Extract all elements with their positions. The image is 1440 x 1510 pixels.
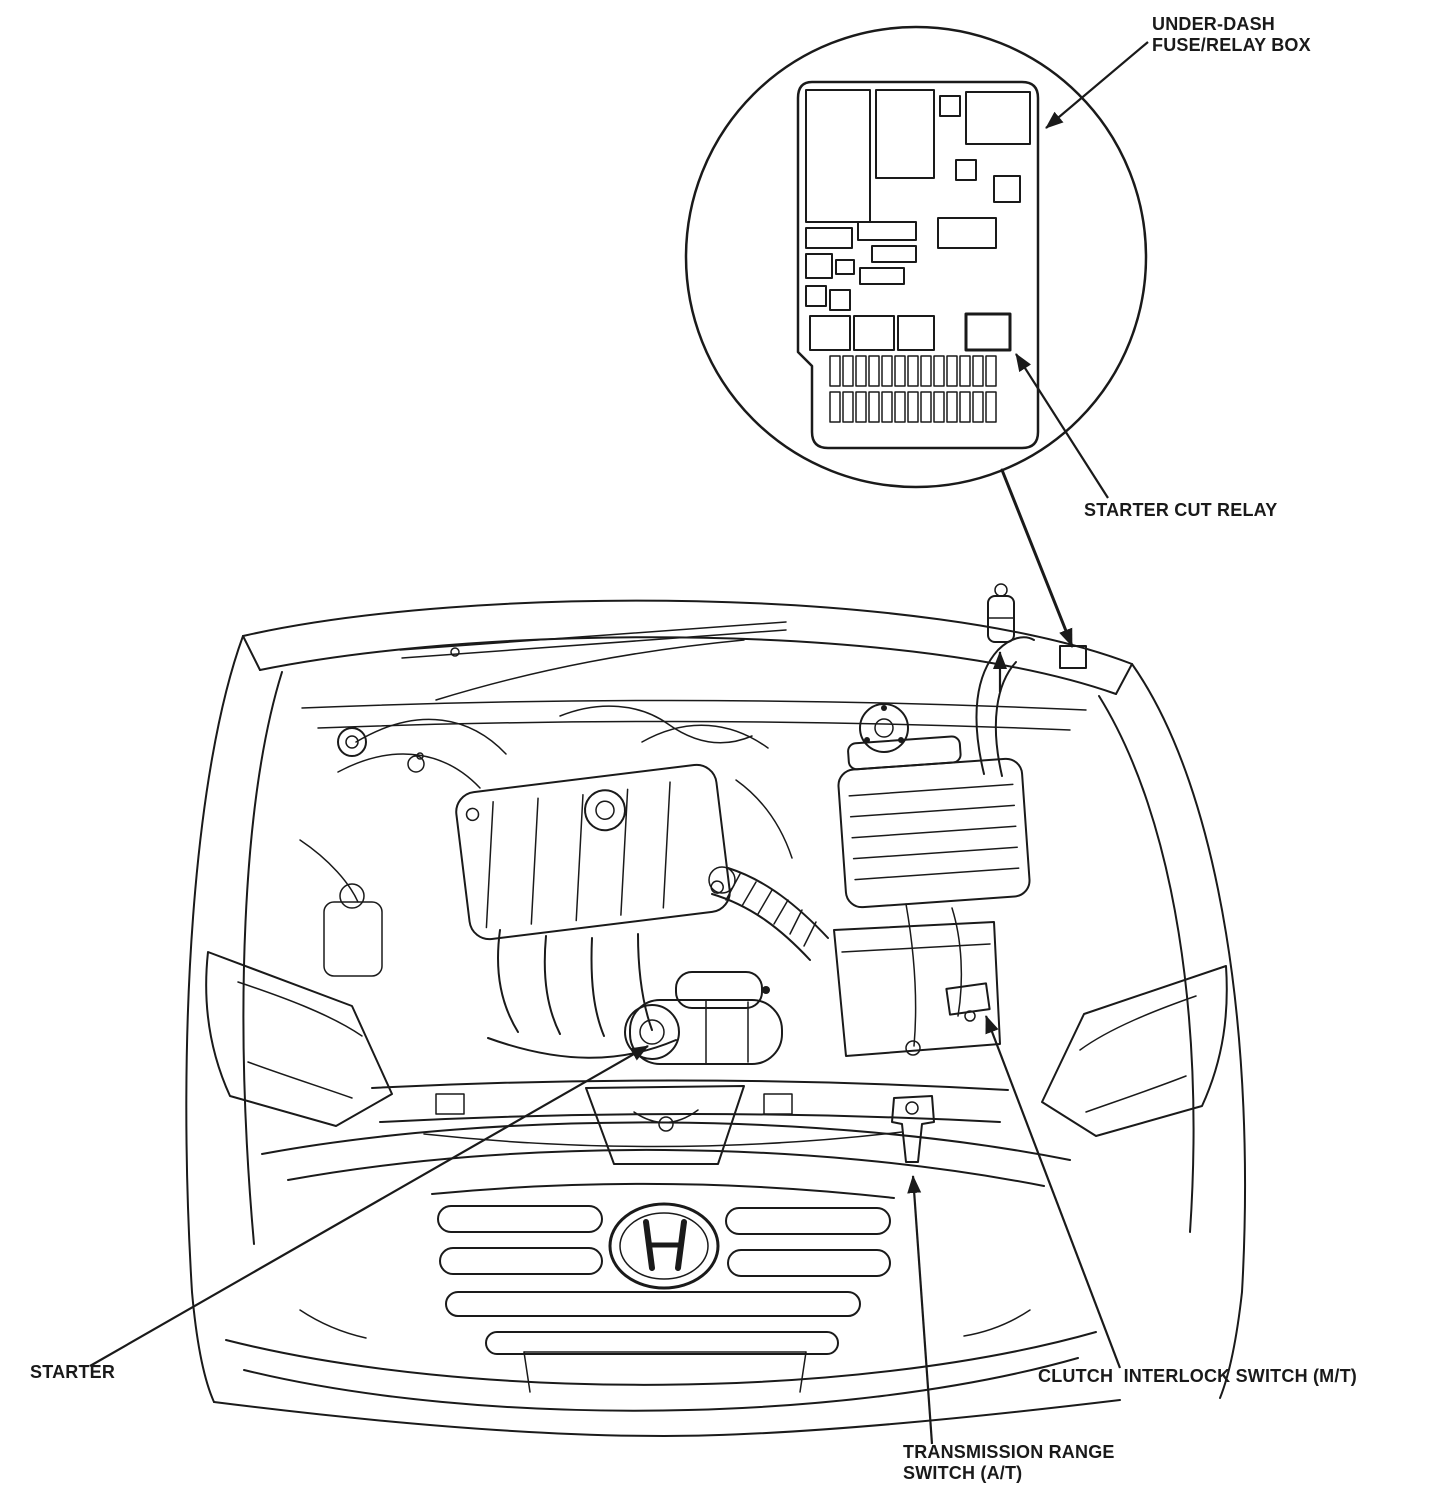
oil-cap bbox=[583, 789, 626, 832]
label-starter: STARTER bbox=[30, 1362, 116, 1382]
left-fender bbox=[185, 635, 244, 1403]
valve-cover bbox=[455, 763, 731, 941]
grille-slat bbox=[727, 1249, 891, 1277]
wiper-blade bbox=[399, 621, 787, 651]
label-starter-cut-relay: STARTER CUT RELAY bbox=[1084, 500, 1278, 520]
grille-slat bbox=[725, 1207, 891, 1235]
leader-lines bbox=[89, 41, 1149, 1445]
sensor-plug bbox=[987, 595, 1015, 643]
label-under-dash-fuse-relay-box: UNDER-DASH FUSE/RELAY BOX bbox=[1152, 14, 1311, 55]
engine-bay-details bbox=[299, 839, 383, 977]
intake-manifold bbox=[487, 929, 677, 1059]
starter-cut-relay-marker bbox=[964, 312, 1012, 352]
inset-circle bbox=[684, 25, 1148, 489]
clutch-interlock-switch-part bbox=[945, 982, 991, 1016]
leader-under-dash-fuse-box bbox=[1045, 41, 1149, 129]
engine-bay bbox=[185, 583, 1247, 1437]
transmission-range-switch-part bbox=[891, 1095, 935, 1163]
grille-slat bbox=[437, 1205, 603, 1233]
car-body bbox=[185, 599, 1247, 1403]
label-clutch-interlock-switch: CLUTCH INTERLOCK SWITCH (M/T) bbox=[1038, 1366, 1357, 1386]
hoses-and-wiring bbox=[337, 705, 793, 859]
air-cleaner-housing bbox=[837, 735, 1031, 909]
strut-tower bbox=[859, 703, 909, 753]
starter-solenoid bbox=[675, 971, 763, 1009]
fuse-box-inset bbox=[684, 25, 1148, 489]
leader-starter-cut-relay bbox=[1015, 353, 1109, 499]
left-headlight bbox=[205, 951, 393, 1127]
right-fender bbox=[1131, 663, 1247, 1399]
front-fascia bbox=[213, 1121, 1121, 1437]
label-transmission-range-switch: TRANSMISSION RANGE SWITCH (A/T) bbox=[903, 1442, 1115, 1483]
hood-latch bbox=[585, 1085, 745, 1165]
leader-clutch-interlock bbox=[984, 1015, 1122, 1369]
battery-area bbox=[833, 903, 1001, 1057]
honda-logo bbox=[608, 1202, 720, 1290]
engine bbox=[337, 703, 909, 1059]
fuse-rows bbox=[829, 355, 997, 423]
intake-air-duct bbox=[708, 866, 829, 961]
grille-slat bbox=[485, 1331, 839, 1355]
leader-starter bbox=[89, 1045, 649, 1367]
grille-slat bbox=[445, 1291, 861, 1317]
fuse-box-location-marker bbox=[1059, 645, 1087, 669]
starter-motor bbox=[624, 971, 783, 1065]
fuse-relay-box-components bbox=[805, 89, 1031, 351]
leader-transmission-range bbox=[907, 1175, 934, 1445]
leader-inset-to-car bbox=[1000, 468, 1074, 648]
fuse-relay-box-outline bbox=[796, 80, 1040, 450]
grille-slat bbox=[439, 1247, 603, 1275]
cowl-bracket bbox=[975, 583, 1035, 777]
hood-prop-rod bbox=[435, 639, 745, 701]
right-headlight bbox=[1041, 965, 1228, 1137]
cowl bbox=[301, 699, 1087, 711]
